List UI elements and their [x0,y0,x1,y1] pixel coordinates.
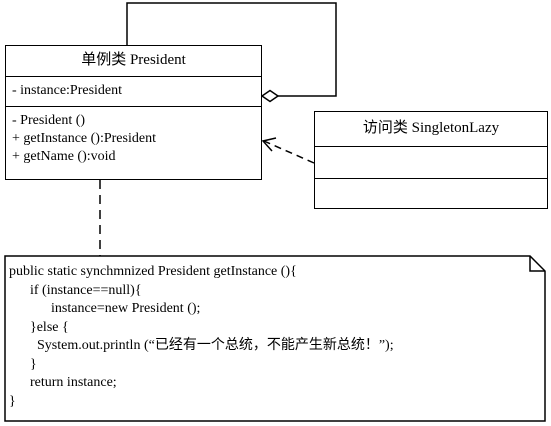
president-operation-constructor: - President () [12,113,86,128]
president-attributes-section: - instance:President [6,76,261,106]
code-line: } [9,393,16,409]
president-attribute-instance: - instance:President [12,83,123,98]
president-operation-get-instance: + getInstance ():President [12,131,156,146]
singleton-lazy-title-section: 访问类 SingletonLazy [315,112,547,146]
aggregation-diamond [260,89,280,103]
president-class-title-section: 单例类 President [6,46,261,76]
code-line: }else { [9,319,69,335]
self-association-line [126,2,337,97]
note-outline [4,255,546,422]
dependency-line [263,140,315,164]
singleton-lazy-operations-section [315,178,547,208]
code-line: public static synchmnized President getI… [9,264,297,279]
code-note-text: public static synchmnized President getI… [9,263,394,411]
code-line: System.out.println (“已经有一个总统，不能产生新总统！”); [9,338,394,353]
singleton-lazy-class-title: 访问类 SingletonLazy [362,120,500,136]
singleton-lazy-attributes-section [315,146,547,178]
singleton-lazy-class-box: 访问类 SingletonLazy [314,111,548,209]
code-line: } [9,356,37,372]
code-note: public static synchmnized President getI… [5,256,545,421]
president-class-title: 单例类 President [81,52,186,68]
president-operations-section: - President () + getInstance ():Presiden… [6,106,261,179]
code-line: return instance; [9,375,117,390]
code-line: if (instance==null){ [9,282,142,298]
note-fold [529,256,545,272]
president-operation-get-name: + getName ():void [12,149,116,164]
dependency-arrowhead [261,137,277,152]
code-line: instance=new President (); [9,301,201,316]
president-class-box: 单例类 President - instance:President - Pre… [5,45,262,180]
